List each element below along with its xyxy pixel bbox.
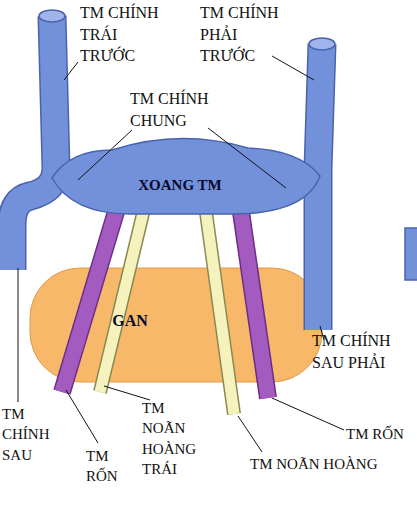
umbilical-veins bbox=[62, 205, 268, 398]
vein-label: TM CHÍNH TRÁI TRƯỚC bbox=[80, 2, 166, 67]
vein-label: TM RỐN bbox=[86, 446, 128, 487]
vein-label: TM CHÍNH CHUNG bbox=[130, 88, 220, 131]
vein-label: TM NOÃN HOÀNG TRÁI bbox=[142, 398, 206, 479]
vein-label: TM CHÍNH SAU bbox=[2, 404, 56, 465]
node-text: GAN bbox=[112, 312, 148, 330]
cardinal-veins bbox=[12, 10, 335, 330]
vein-label: TM RỐN bbox=[346, 424, 404, 444]
vein-label: TM CHÍNH SAU PHẢI bbox=[312, 330, 407, 373]
partial-vein bbox=[405, 228, 417, 280]
sinus-shape bbox=[52, 138, 320, 214]
vein-label: TM CHÍNH PHẢI TRƯỚC bbox=[200, 2, 286, 67]
sinus-label-area: XOANG TM bbox=[120, 171, 240, 199]
vitelline-veins bbox=[100, 205, 234, 414]
node-text: XOANG TM bbox=[138, 177, 221, 194]
leader-lines bbox=[18, 56, 344, 452]
liver-label-area: GAN bbox=[90, 306, 170, 336]
vein-label: TM NOÃN HOÀNG bbox=[250, 454, 378, 474]
